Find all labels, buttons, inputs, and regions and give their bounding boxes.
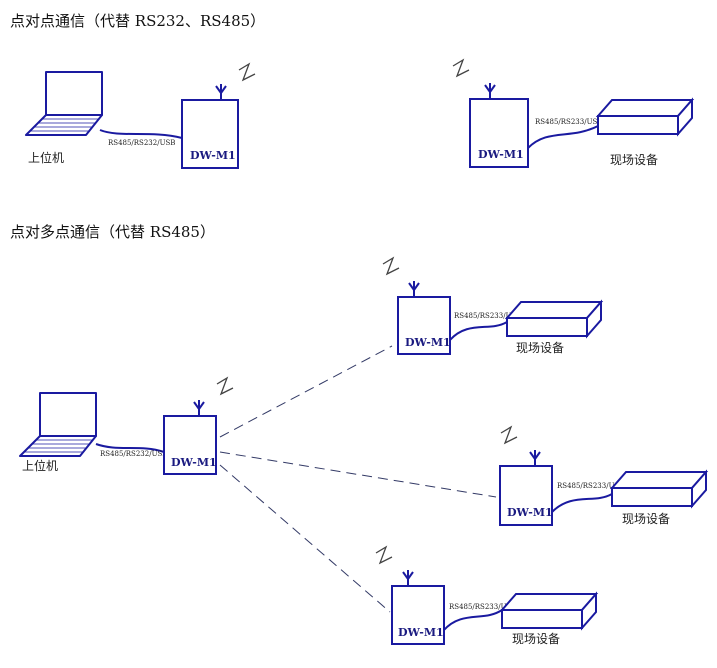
p2p-host-cable-label: RS485/RS232/USB	[108, 139, 175, 147]
p2mp-remote-2-cable	[551, 493, 613, 513]
wireless-signal-icon	[382, 257, 400, 275]
p2mp-remote-1-cable	[449, 321, 508, 341]
p2p-host-cable	[99, 129, 183, 139]
wireless-link-1	[219, 345, 393, 438]
p2p-module-right: DW-M1	[469, 82, 529, 168]
wireless-link-3	[219, 464, 391, 613]
module-label: DW-M1	[398, 626, 444, 639]
p2mp-host-cable-label: RS485/RS232/USB	[100, 450, 167, 458]
p2mp-host-laptop: 上位机	[19, 392, 97, 473]
p2p-host-laptop: 上位机	[25, 71, 103, 165]
wireless-signal-icon	[375, 546, 393, 564]
p2mp-module-central: DW-M1	[163, 399, 217, 475]
wireless-signal-icon	[216, 377, 234, 395]
p2mp-section-title: 点对多点通信（代替 RS485）	[10, 223, 215, 241]
p2p-section-title: 点对点通信（代替 RS232、RS485）	[10, 12, 266, 30]
p2p-device-cable	[527, 125, 599, 149]
p2p-module-left: DW-M1	[181, 83, 239, 169]
remote-3-cable-label: RS485/RS233/USB	[449, 603, 516, 611]
p2mp-module-remote-3: DW-M1	[391, 569, 445, 645]
wireless-signal-icon	[500, 426, 518, 444]
p2mp-field-device-1: 现场设备	[506, 301, 602, 355]
field-device-label: 现场设备	[610, 153, 658, 167]
p2mp-field-device-3: 现场设备	[501, 593, 597, 646]
host-label: 上位机	[22, 458, 58, 473]
module-label: DW-M1	[405, 336, 451, 349]
p2mp-remote-3-cable	[443, 609, 503, 631]
p2mp-module-remote-1: DW-M1	[397, 280, 451, 355]
wireless-signal-icon	[452, 59, 470, 77]
p2p-field-device: 现场设备	[597, 99, 693, 167]
p2p-device-cable-label: RS485/RS233/USB	[535, 118, 602, 126]
module-label: DW-M1	[478, 148, 524, 161]
remote-2-cable-label: RS485/RS233/USB	[557, 482, 624, 490]
field-device-label: 现场设备	[516, 341, 564, 355]
field-device-label: 现场设备	[622, 512, 670, 526]
host-label: 上位机	[28, 150, 64, 165]
p2mp-field-device-2: 现场设备	[611, 471, 707, 526]
wireless-signal-icon	[238, 63, 256, 81]
field-device-label: 现场设备	[512, 632, 560, 646]
wireless-link-2	[219, 451, 497, 498]
module-label: DW-M1	[171, 456, 217, 469]
module-label: DW-M1	[190, 149, 236, 162]
p2mp-host-cable	[95, 443, 165, 453]
remote-1-cable-label: RS485/RS233/USB	[454, 312, 521, 320]
p2mp-module-remote-2: DW-M1	[499, 449, 553, 526]
module-label: DW-M1	[507, 506, 553, 519]
